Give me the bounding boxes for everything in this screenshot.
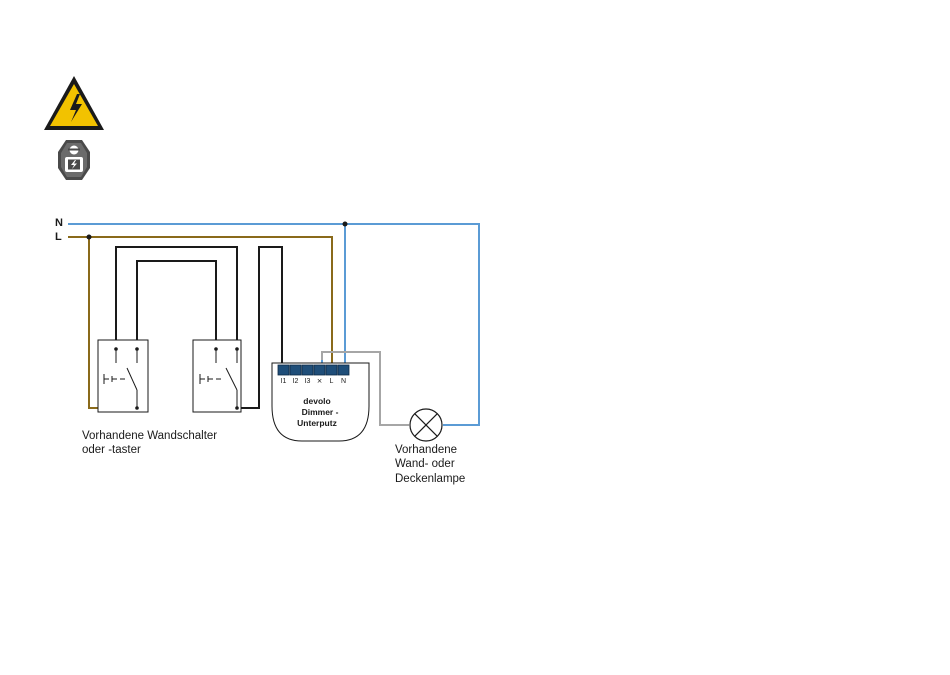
module-name-line-3: Unterputz xyxy=(297,418,337,428)
qualified-electrician-icon xyxy=(58,140,90,180)
terminal-label-i2: I2 xyxy=(293,378,299,385)
wall-switch-2 xyxy=(193,340,241,412)
wall-switch-1 xyxy=(98,340,148,412)
lamp-caption-line-3: Deckenlampe xyxy=(395,473,465,485)
high-voltage-warning-icon xyxy=(44,76,104,130)
switch-caption-line-1: Vorhandene Wandschalter xyxy=(82,430,217,442)
lamp-symbol xyxy=(410,409,442,441)
switch-caption-line-2: oder -taster xyxy=(82,444,141,456)
terminal-label-i3: I3 xyxy=(305,378,311,385)
live-junction-dot xyxy=(87,235,92,240)
lamp-caption-line-1: Vorhandene xyxy=(395,444,457,456)
terminal-label-i1: I1 xyxy=(281,378,287,385)
live-line-label: L xyxy=(55,231,62,243)
terminal-label-l: L xyxy=(330,378,334,385)
module-name-line-2: Dimmer - xyxy=(302,407,339,417)
lamp-caption-line-2: Wand- oder xyxy=(395,458,455,470)
module-name-line-1: devolo xyxy=(303,396,330,406)
neutral-junction-dot xyxy=(343,222,348,227)
neutral-line-label: N xyxy=(55,217,63,229)
terminal-label-n: N xyxy=(341,378,346,385)
terminal-label-load: ⨯ xyxy=(317,378,323,385)
dimmer-module: I1 I2 I3 ⨯ L N devolo Dimmer - Unterputz xyxy=(272,363,369,441)
